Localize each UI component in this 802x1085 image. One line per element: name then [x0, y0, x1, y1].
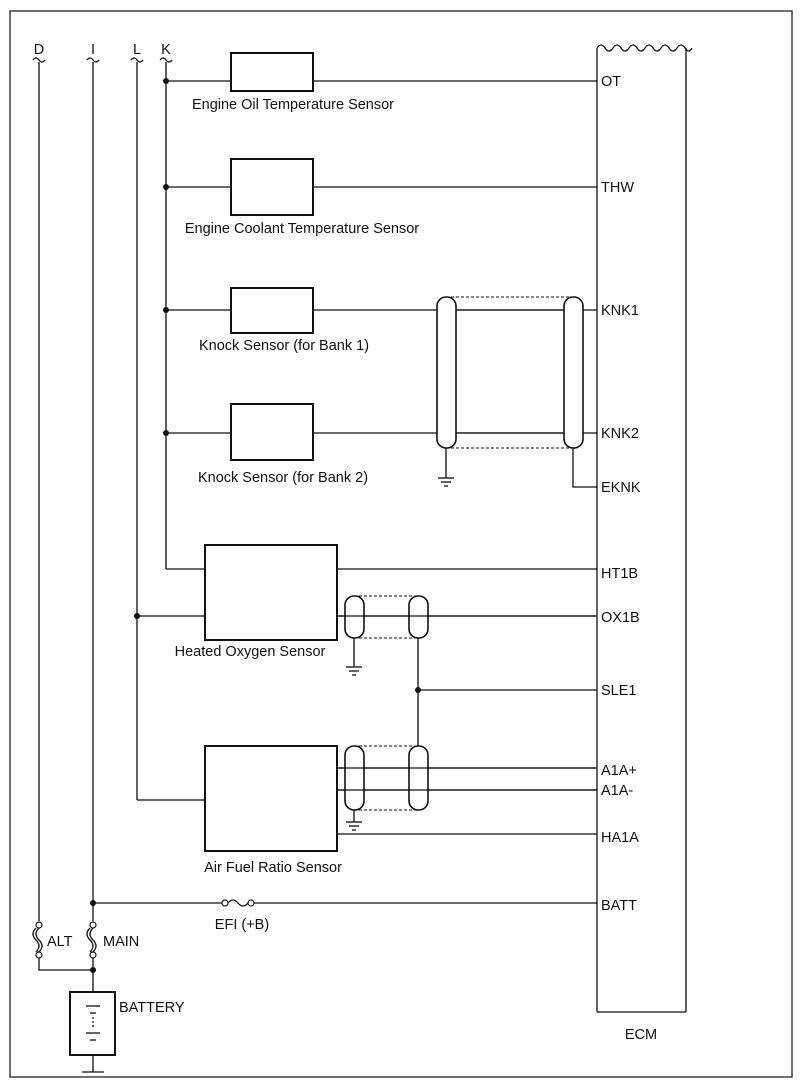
pin-ox1b: OX1B: [601, 610, 640, 626]
heated-oxygen-sensor-label: Heated Oxygen Sensor: [175, 644, 326, 660]
knock-shielded-cable: [436, 296, 584, 449]
ecm-label: ECM: [625, 1027, 657, 1043]
ecm-block: [596, 44, 693, 1013]
junction-dot: [163, 184, 169, 190]
ho2-shielded-cable: [337, 595, 597, 639]
pin-ht1b: HT1B: [601, 566, 638, 582]
bus-label-l: L: [133, 42, 141, 58]
oil-temp-sensor-box: [230, 52, 314, 92]
fuse-main-icon: [86, 921, 97, 959]
bus-label-d: D: [34, 42, 44, 58]
junction-dot: [90, 900, 96, 906]
pin-thw: THW: [601, 180, 634, 196]
bus-label-i: I: [91, 42, 95, 58]
air-fuel-ratio-sensor-box: [204, 745, 338, 852]
heated-oxygen-sensor-box: [204, 544, 338, 641]
knock-sensor-bank1-box: [230, 287, 314, 334]
junction-dot: [163, 430, 169, 436]
junction-dot: [134, 613, 140, 619]
pin-knk2: KNK2: [601, 426, 639, 442]
ground-icon: [346, 638, 362, 676]
wire-alt-to-battery: [38, 958, 93, 971]
junction-dot: [415, 687, 421, 693]
knock-sensor-bank1-label: Knock Sensor (for Bank 1): [199, 338, 369, 354]
knock-sensor-bank2-box: [230, 403, 314, 461]
coolant-temp-sensor-box: [230, 158, 314, 216]
fuse-alt-icon: [32, 921, 43, 959]
oil-temp-sensor-label: Engine Oil Temperature Sensor: [192, 97, 394, 113]
ground-icon: [438, 448, 454, 487]
junction-dot: [163, 78, 169, 84]
fuse-alt-label: ALT: [47, 934, 73, 950]
pin-a1a-plus: A1A+: [601, 763, 637, 779]
junction-dot: [90, 967, 96, 973]
pin-eknk: EKNK: [601, 480, 641, 496]
knock-sensor-bank2-label: Knock Sensor (for Bank 2): [198, 470, 368, 486]
pin-ha1a: HA1A: [601, 830, 639, 846]
pin-ot: OT: [601, 74, 621, 90]
battery-icon: [69, 991, 116, 1073]
pin-a1a-minus: A1A-: [601, 783, 633, 799]
pin-sle1: SLE1: [601, 683, 636, 699]
pin-batt: BATT: [601, 898, 637, 914]
junction-dot: [163, 307, 169, 313]
fuse-main-label: MAIN: [103, 934, 139, 950]
air-fuel-ratio-sensor-label: Air Fuel Ratio Sensor: [204, 860, 342, 876]
battery-label: BATTERY: [119, 1000, 185, 1016]
fuse-efi-label: EFI (+B): [215, 917, 269, 933]
ground-icon: [346, 810, 362, 831]
fuse-efi-icon: [221, 899, 255, 907]
af-shielded-cable: [337, 745, 597, 811]
bus-continuation-marks: [32, 57, 173, 63]
pin-knk1: KNK1: [601, 303, 639, 319]
bus-label-k: K: [161, 42, 171, 58]
diagram-frame: [9, 10, 793, 1078]
coolant-temp-sensor-label: Engine Coolant Temperature Sensor: [185, 221, 419, 237]
wire-eknk: [572, 448, 597, 488]
